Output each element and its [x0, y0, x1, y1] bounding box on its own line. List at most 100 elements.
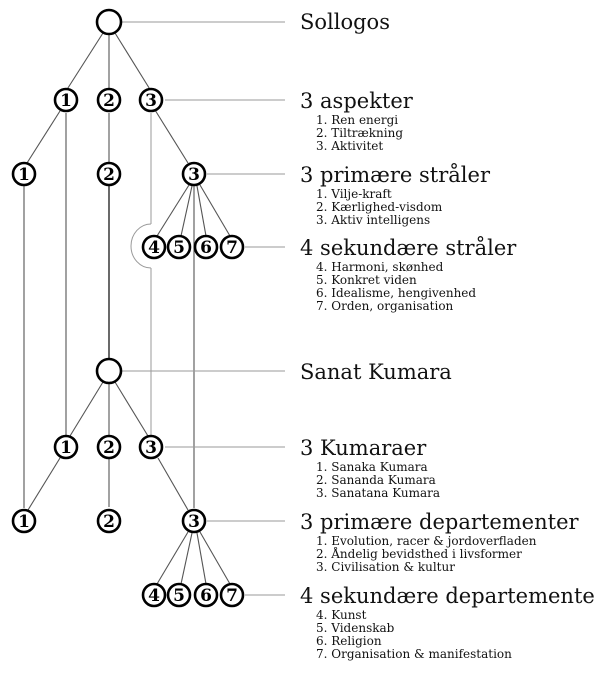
guide-lines [122, 21, 285, 596]
node-ray4: 4 [141, 234, 167, 260]
section-item: 7. Organisation & manifestation [316, 647, 512, 661]
section-heading: Sollogos [300, 10, 390, 34]
node-dep2: 2 [96, 508, 122, 534]
node-circle [96, 161, 122, 187]
node-dep1: 1 [11, 508, 37, 534]
node-dep6: 6 [193, 582, 219, 608]
section-item: 1. Sanaka Kumara [316, 460, 428, 474]
section-sanat-kumara: Sanat Kumara [300, 360, 452, 384]
node-ray7: 7 [219, 234, 245, 260]
node-label: 6 [200, 238, 212, 258]
node-label: 4 [148, 586, 160, 606]
section-heading: 3 Kumaraer [300, 436, 427, 460]
node-label: 2 [103, 438, 115, 458]
node-ray6: 6 [193, 234, 219, 260]
node-circle [11, 508, 37, 534]
section-heading: 3 primære departementer [300, 510, 579, 534]
section-item: 1. Vilje-kraft [316, 187, 392, 201]
node-asp3: 3 [138, 87, 164, 113]
section-heading: 3 primære stråler [300, 163, 491, 187]
node-label: 1 [18, 165, 30, 185]
node-label: 1 [60, 91, 72, 111]
node-circle [53, 434, 79, 460]
node-ray3: 3 [181, 161, 207, 187]
section-heading: 4 sekundære stråler [300, 236, 517, 260]
node-circle [141, 234, 167, 260]
section-item: 7. Orden, organisation [316, 299, 454, 313]
node-circle [181, 161, 207, 187]
section-item: 2. Tiltrækning [316, 126, 403, 140]
node-dep7: 7 [219, 582, 245, 608]
node-circle [166, 234, 192, 260]
node-label: 3 [188, 512, 200, 532]
node-label: 5 [173, 238, 185, 258]
section-heading: 3 aspekter [300, 89, 414, 113]
section-item: 1. Ren energi [316, 113, 398, 127]
node-sanat [95, 357, 123, 385]
section-aspekter: 3 aspekter 1. Ren energi 2. Tiltrækning … [300, 89, 414, 153]
section-item: 3. Sanatana Kumara [316, 486, 440, 500]
section-item: 2. Åndelig bevidsthed i livsformer [316, 546, 522, 561]
node-dep5: 5 [166, 582, 192, 608]
section-item: 2. Sananda Kumara [316, 473, 436, 487]
node-label: 4 [148, 238, 160, 258]
node-asp1: 1 [53, 87, 79, 113]
node-label: 3 [145, 438, 157, 458]
node-label: 2 [103, 91, 115, 111]
section-sekundaere-departementer: 4 sekundære departementer 4. Kunst 5. Vi… [300, 584, 595, 661]
node-circle [96, 87, 122, 113]
section-item: 5. Konkret viden [316, 273, 417, 287]
section-item: 5. Videnskab [316, 621, 395, 635]
section-item: 6. Idealisme, hengivenhed [316, 286, 476, 300]
node-label: 3 [188, 165, 200, 185]
node-asp2: 2 [96, 87, 122, 113]
node-circle [193, 234, 219, 260]
section-item: 3. Aktivitet [316, 139, 383, 153]
node-circle [95, 8, 123, 36]
node-dep4: 4 [141, 582, 167, 608]
section-item: 4. Kunst [316, 608, 367, 622]
node-kum2: 2 [96, 434, 122, 460]
node-label: 7 [226, 586, 238, 606]
node-circle [96, 434, 122, 460]
node-circle [138, 434, 164, 460]
node-label: 1 [18, 512, 30, 532]
section-item: 2. Kærlighed-visdom [316, 200, 443, 214]
node-kum3: 3 [138, 434, 164, 460]
section-heading: Sanat Kumara [300, 360, 452, 384]
node-kum1: 1 [53, 434, 79, 460]
node-circle [219, 234, 245, 260]
node-label: 1 [60, 438, 72, 458]
node-circle [141, 582, 167, 608]
node-circle [219, 582, 245, 608]
connector-lines [23, 32, 231, 585]
node-circle [193, 582, 219, 608]
node-circle [53, 87, 79, 113]
node-circle [11, 161, 37, 187]
section-item: 4. Harmoni, skønhed [316, 260, 444, 274]
node-circle [96, 508, 122, 534]
section-heading: 4 sekundære departementer [300, 584, 595, 608]
section-sollogos: Sollogos [300, 10, 390, 34]
section-item: 6. Religion [316, 634, 382, 648]
node-sollogos [95, 8, 123, 36]
section-item: 3. Civilisation & kultur [316, 560, 455, 574]
node-label: 6 [200, 586, 212, 606]
node-label: 2 [103, 512, 115, 532]
node-label: 2 [103, 165, 115, 185]
node-circle [95, 357, 123, 385]
node-circle [138, 87, 164, 113]
node-ray2: 2 [96, 161, 122, 187]
node-label: 5 [173, 586, 185, 606]
section-primaere-departementer: 3 primære departementer 1. Evolution, ra… [300, 510, 579, 574]
node-circle [181, 508, 207, 534]
node-ray5: 5 [166, 234, 192, 260]
node-label: 3 [145, 91, 157, 111]
node-dep3: 3 [181, 508, 207, 534]
section-kumaraer: 3 Kumaraer 1. Sanaka Kumara 2. Sananda K… [300, 436, 440, 500]
node-label: 7 [226, 238, 238, 258]
section-item: 3. Aktiv intelligens [316, 213, 430, 227]
node-circle [166, 582, 192, 608]
